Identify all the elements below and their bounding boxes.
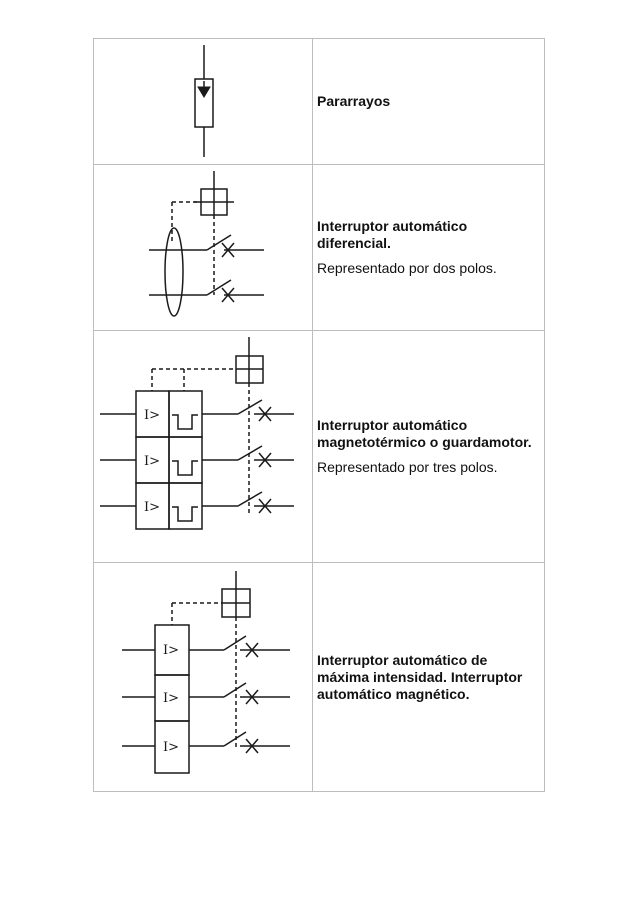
table-row: I> I> I> [94, 331, 544, 563]
row-text: Interruptor automático diferencial. Repr… [313, 165, 544, 330]
overcurrent-label: I> [144, 408, 160, 423]
overcurrent-label: I> [163, 740, 179, 755]
table-row: Pararrayos [94, 39, 544, 165]
row-description: Representado por tres polos. [317, 459, 498, 475]
row-text: Interruptor automático de máxima intensi… [313, 563, 544, 791]
row-title: Pararrayos [317, 93, 391, 109]
row-text: Pararrayos [313, 39, 544, 164]
table-row: I> I> I> [94, 563, 544, 791]
row-title: Interruptor automático diferencial. [317, 218, 468, 251]
overcurrent-label: I> [144, 500, 160, 515]
row-description: Representado por dos polos. [317, 260, 497, 276]
row-title: Interruptor automático de máxima intensi… [317, 651, 523, 702]
row-title: Interruptor automático magnetotérmico o … [317, 417, 532, 450]
symbols-table: Pararrayos [93, 38, 545, 792]
overcurrent-label: I> [144, 454, 160, 469]
overcurrent-label: I> [163, 643, 179, 658]
thermomagnetic-breaker-symbol: I> I> I> [94, 331, 313, 562]
table-row: Interruptor automático diferencial. Repr… [94, 165, 544, 331]
overcurrent-label: I> [163, 691, 179, 706]
magnetic-breaker-symbol: I> I> I> [94, 563, 313, 791]
differential-breaker-symbol [94, 165, 313, 330]
row-text: Interruptor automático magnetotérmico o … [313, 331, 544, 562]
surge-arrester-symbol [94, 39, 313, 164]
